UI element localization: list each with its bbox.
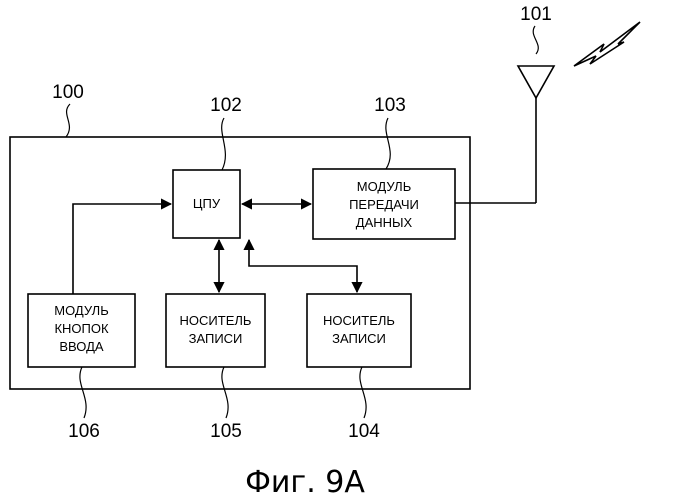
input-buttons-label-2: КНОПОК — [54, 321, 109, 336]
device-ref: 100 — [52, 82, 84, 103]
storage-105-ref: 105 — [210, 421, 242, 442]
storage-104-label-1: НОСИТЕЛЬ — [323, 313, 395, 328]
data-tx-label-3: ДАННЫХ — [356, 215, 413, 230]
storage-104-ref: 104 — [348, 421, 380, 442]
antenna-ref: 101 — [520, 4, 552, 25]
storage-104-label-2: ЗАПИСИ — [332, 331, 386, 346]
cpu-storage-104-link — [249, 240, 357, 292]
data-tx-label-1: МОДУЛЬ — [357, 179, 412, 194]
antenna-leader — [533, 26, 538, 54]
input-buttons-leader — [80, 367, 86, 418]
storage-105-label-1: НОСИТЕЛЬ — [180, 313, 252, 328]
input-to-cpu-link — [73, 204, 171, 294]
lightning-bolt-icon — [574, 22, 640, 66]
cpu-ref: 102 — [210, 95, 242, 116]
storage-104-leader — [360, 367, 366, 418]
cpu-label: ЦПУ — [193, 196, 221, 211]
input-buttons-label-3: ВВОДА — [59, 339, 104, 354]
storage-105-leader — [222, 367, 228, 418]
data-tx-ref: 103 — [374, 95, 406, 116]
device-leader — [66, 104, 70, 137]
cpu-leader — [222, 118, 226, 170]
data-tx-leader — [386, 118, 390, 169]
input-buttons-ref: 106 — [68, 421, 100, 442]
figure-caption: Фиг. 9А — [245, 465, 365, 500]
antenna-icon — [518, 66, 554, 98]
data-tx-label-2: ПЕРЕДАЧИ — [349, 197, 419, 212]
input-buttons-label-1: МОДУЛЬ — [54, 303, 109, 318]
storage-105-label-2: ЗАПИСИ — [189, 331, 243, 346]
